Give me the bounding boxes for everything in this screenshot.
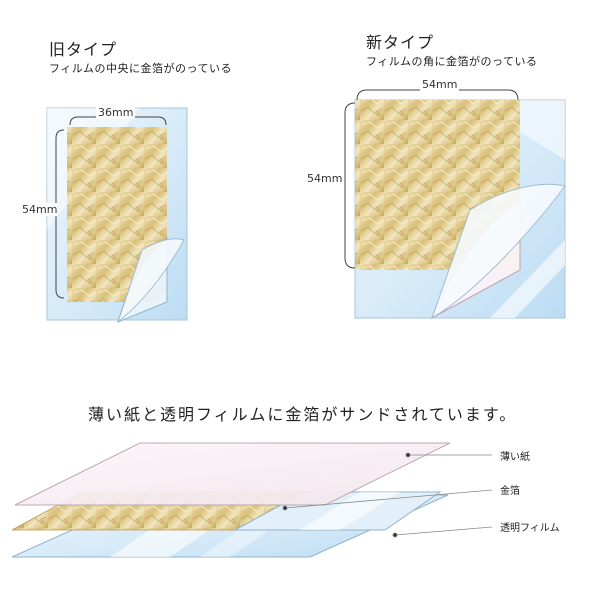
- old-width-label: 36mm: [96, 106, 136, 119]
- new-width-label: 54mm: [420, 78, 460, 91]
- old-type-subtitle: フィルムの中央に金箔がのっている: [49, 62, 233, 75]
- old-type-card: [46, 107, 188, 324]
- new-type-subtitle: フィルムの角に金箔がのっている: [366, 55, 538, 68]
- layers-heading: 薄い紙と透明フィルムに金箔がサンドされています。: [88, 405, 518, 424]
- new-type-card: [354, 99, 566, 320]
- layer-label-film: 透明フィルム: [500, 523, 560, 534]
- old-height-label: 54mm: [22, 203, 58, 216]
- layer-label-gold: 金箔: [500, 486, 520, 497]
- old-type-title: 旧タイプ: [49, 40, 118, 59]
- new-type-title: 新タイプ: [366, 33, 435, 52]
- layer-label-paper: 薄い紙: [500, 452, 530, 463]
- leader-lines: [282, 452, 493, 538]
- layer-paper: [14, 442, 451, 506]
- new-height-label: 54mm: [307, 172, 343, 185]
